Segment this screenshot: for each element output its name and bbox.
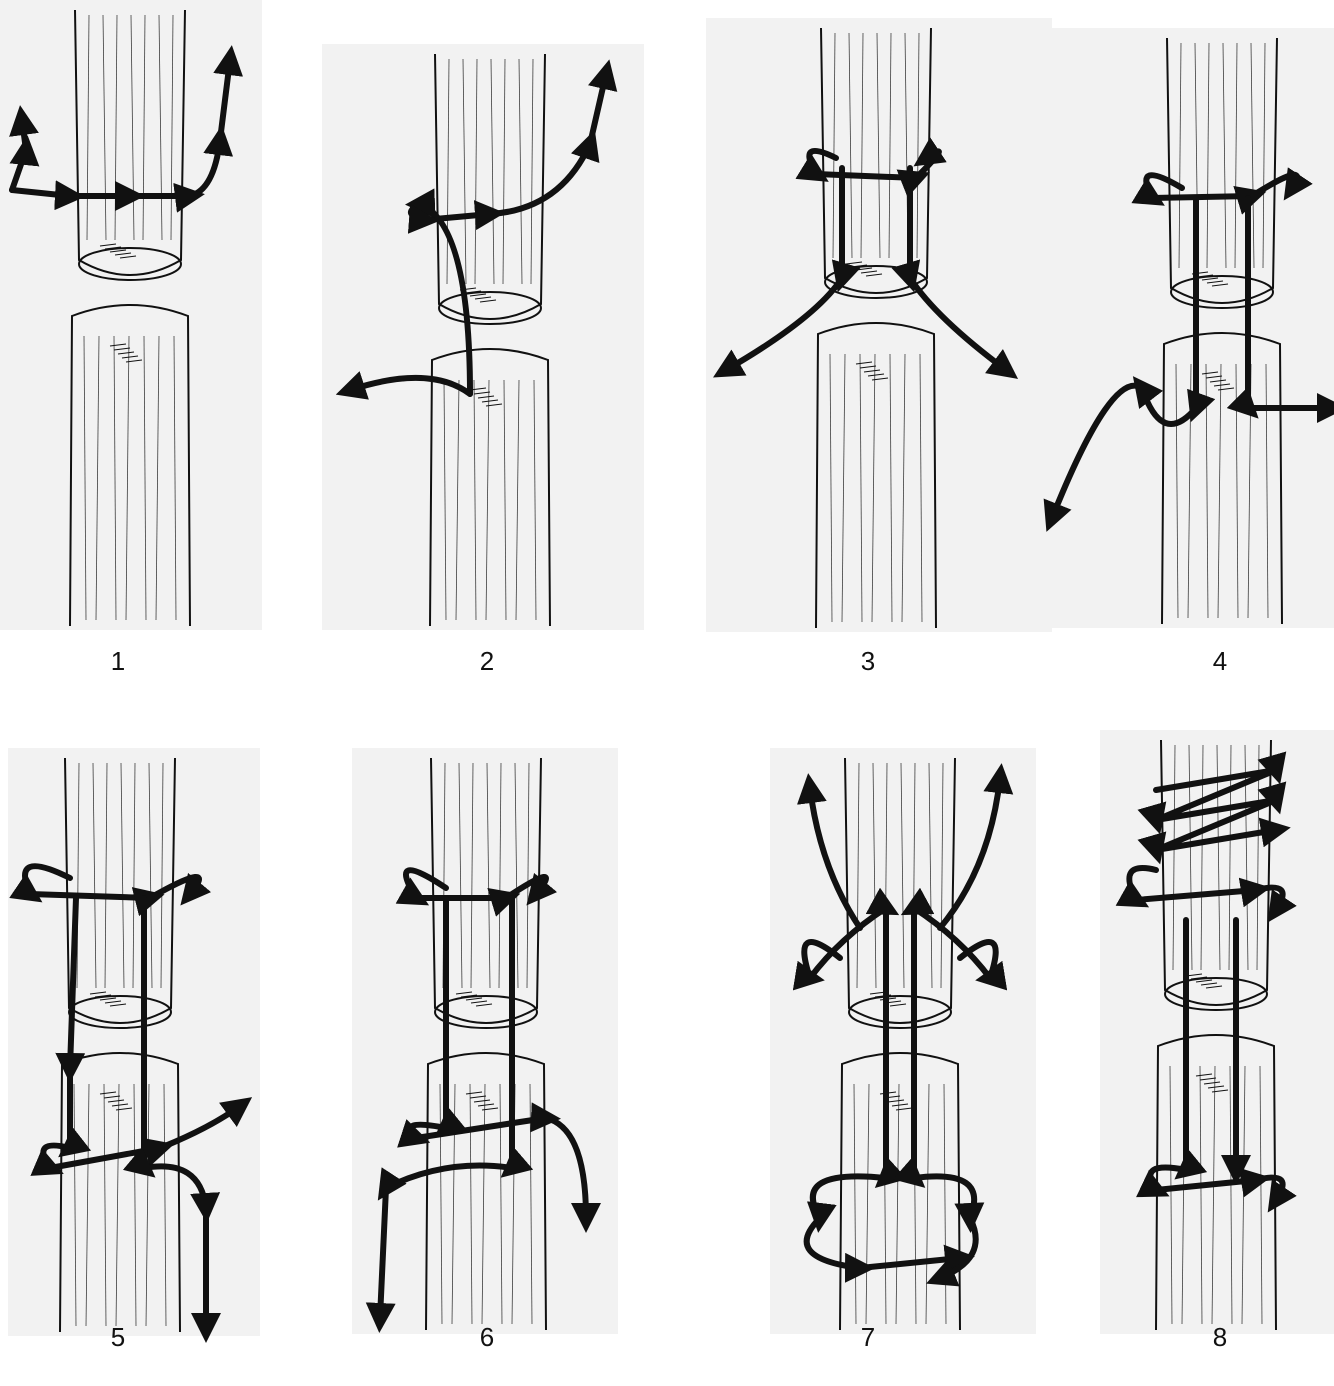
step-illustration	[1100, 730, 1334, 1334]
cord-path	[12, 120, 26, 190]
cord-path	[809, 151, 939, 178]
cord-path	[940, 778, 1000, 928]
upper-stick-outline	[1167, 38, 1277, 303]
step-number-label: 2	[457, 646, 517, 677]
step-panel	[322, 44, 644, 630]
cord-path	[1129, 868, 1282, 910]
cord-path	[406, 870, 546, 898]
lower-stick-outline	[70, 305, 190, 626]
step-number-label: 6	[457, 1322, 517, 1353]
step-number-label: 1	[88, 646, 148, 677]
lower-stick-outline	[840, 1053, 960, 1330]
upper-stick-outline	[435, 54, 545, 319]
step-illustration	[352, 748, 618, 1334]
lower-stick-outline	[1162, 333, 1282, 624]
lower-stick-outline	[60, 1053, 180, 1332]
cord-path	[12, 60, 230, 196]
step-illustration	[8, 748, 260, 1336]
cord-path	[804, 908, 960, 1268]
step-number-label: 3	[838, 646, 898, 677]
step-panel	[1042, 28, 1334, 628]
step-illustration	[1042, 28, 1334, 628]
step-illustration	[770, 748, 1036, 1334]
step-number-label: 7	[838, 1322, 898, 1353]
step-illustration	[0, 0, 262, 630]
step-number-label: 8	[1190, 1322, 1250, 1353]
cord-path	[914, 908, 996, 1278]
step-illustration	[706, 18, 1052, 632]
step-panel	[8, 748, 260, 1336]
cord-path	[1150, 920, 1282, 1200]
step-number-label: 5	[88, 1322, 148, 1353]
step-panel	[770, 748, 1036, 1334]
cord-path	[411, 74, 606, 394]
cord-path	[144, 898, 206, 1328]
step-number-label: 4	[1190, 646, 1250, 677]
lower-stick-outline	[816, 323, 936, 628]
step-illustration	[322, 44, 644, 630]
step-panel	[352, 748, 618, 1334]
upper-stick-outline	[75, 10, 185, 275]
step-panel	[706, 18, 1052, 632]
step-panel	[0, 0, 262, 630]
step-panel	[1100, 730, 1334, 1334]
upper-stick-outline	[845, 758, 955, 1023]
cord-path	[350, 378, 470, 394]
cord-path	[910, 168, 1006, 370]
cord-path	[1052, 198, 1196, 518]
lower-stick-outline	[430, 349, 550, 626]
cord-path	[810, 788, 860, 928]
